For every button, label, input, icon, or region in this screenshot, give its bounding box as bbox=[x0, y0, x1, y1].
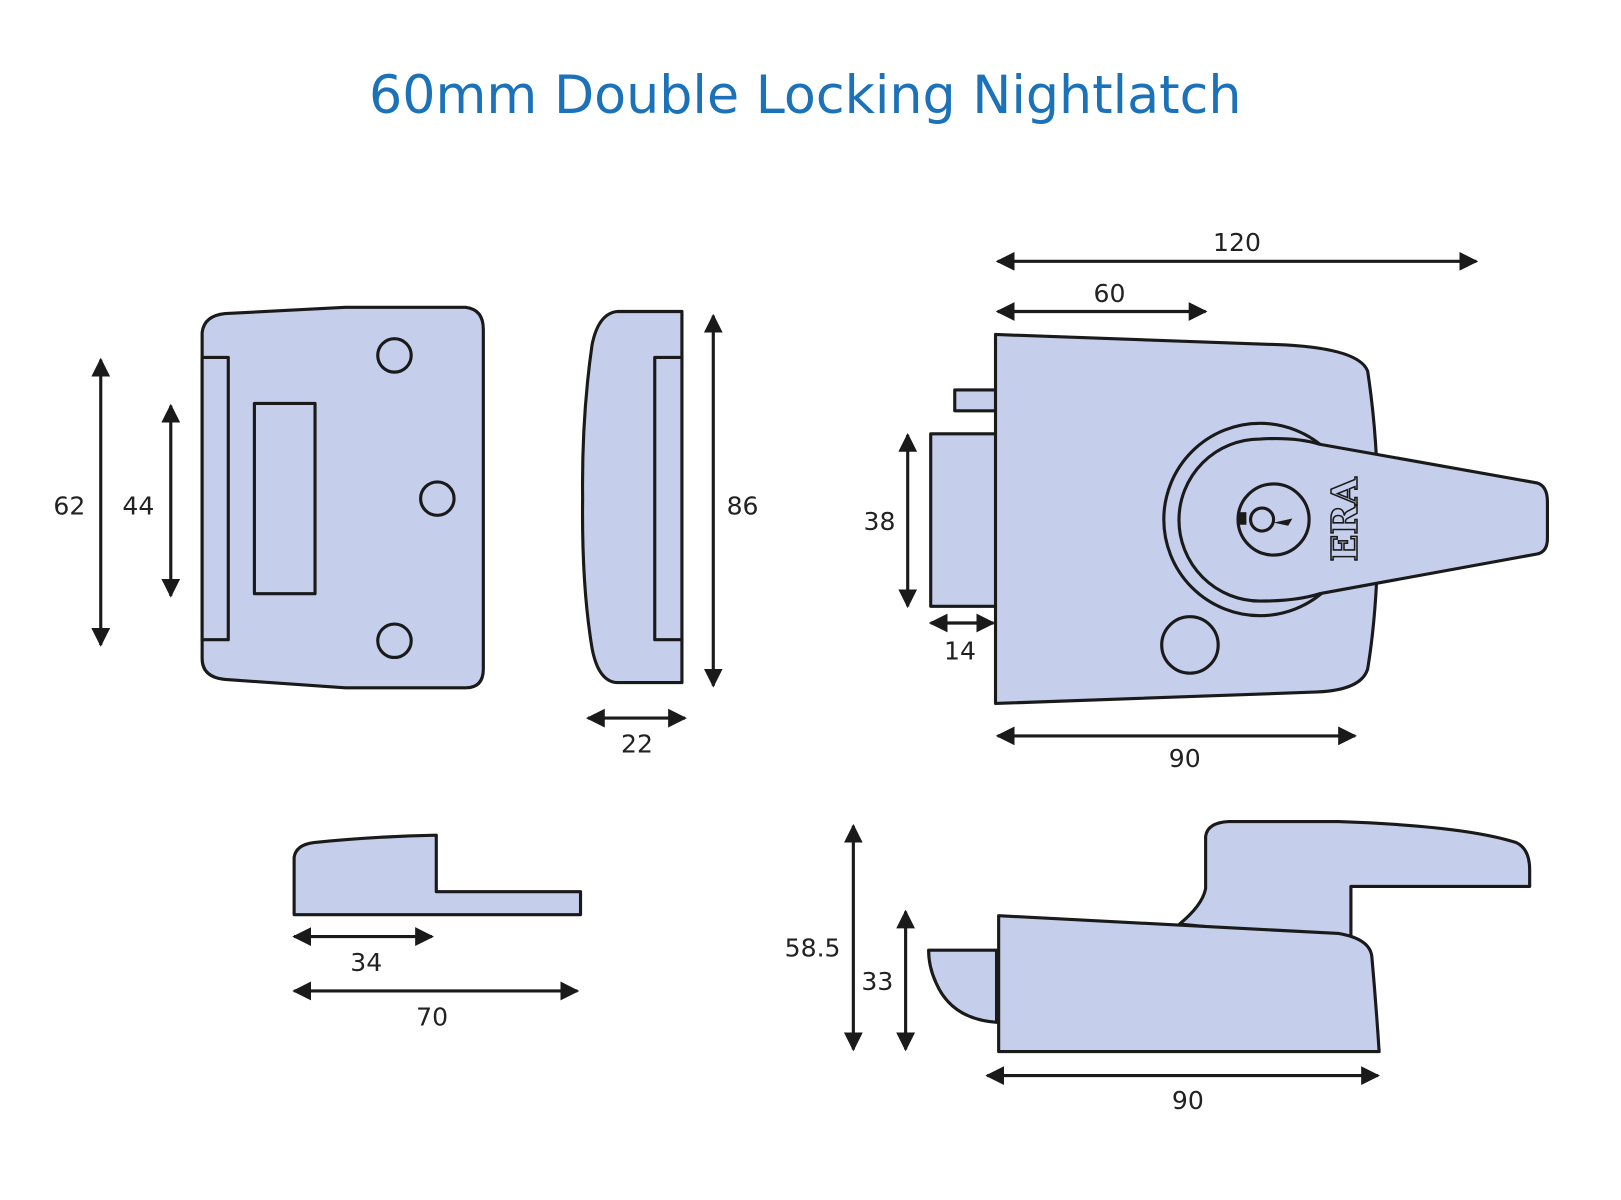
dim-90-side: 90 bbox=[1172, 1086, 1204, 1115]
dim-22: 22 bbox=[621, 730, 653, 759]
dim-38: 38 bbox=[864, 507, 896, 536]
dim-34: 34 bbox=[350, 948, 382, 977]
staple-top-view bbox=[292, 833, 583, 917]
dim-60: 60 bbox=[1093, 279, 1125, 308]
era-logo: ERA bbox=[1325, 477, 1366, 562]
dim-62: 62 bbox=[53, 491, 85, 520]
dim-120: 120 bbox=[1213, 228, 1261, 257]
lock-side-view bbox=[927, 820, 1532, 1054]
dim-14: 14 bbox=[944, 637, 976, 666]
diagram-title: 60mm Double Locking Nightlatch bbox=[369, 65, 1241, 126]
dim-70: 70 bbox=[416, 1002, 448, 1031]
lock-front-view: ERA bbox=[929, 332, 1550, 706]
dim-86: 86 bbox=[727, 491, 759, 520]
staple-side-view bbox=[580, 309, 684, 685]
dim-33: 33 bbox=[861, 967, 893, 996]
dim-58-5: 58.5 bbox=[785, 933, 841, 962]
staple-front-view bbox=[200, 305, 485, 690]
dim-90-front: 90 bbox=[1169, 744, 1201, 773]
dim-44: 44 bbox=[122, 491, 154, 520]
